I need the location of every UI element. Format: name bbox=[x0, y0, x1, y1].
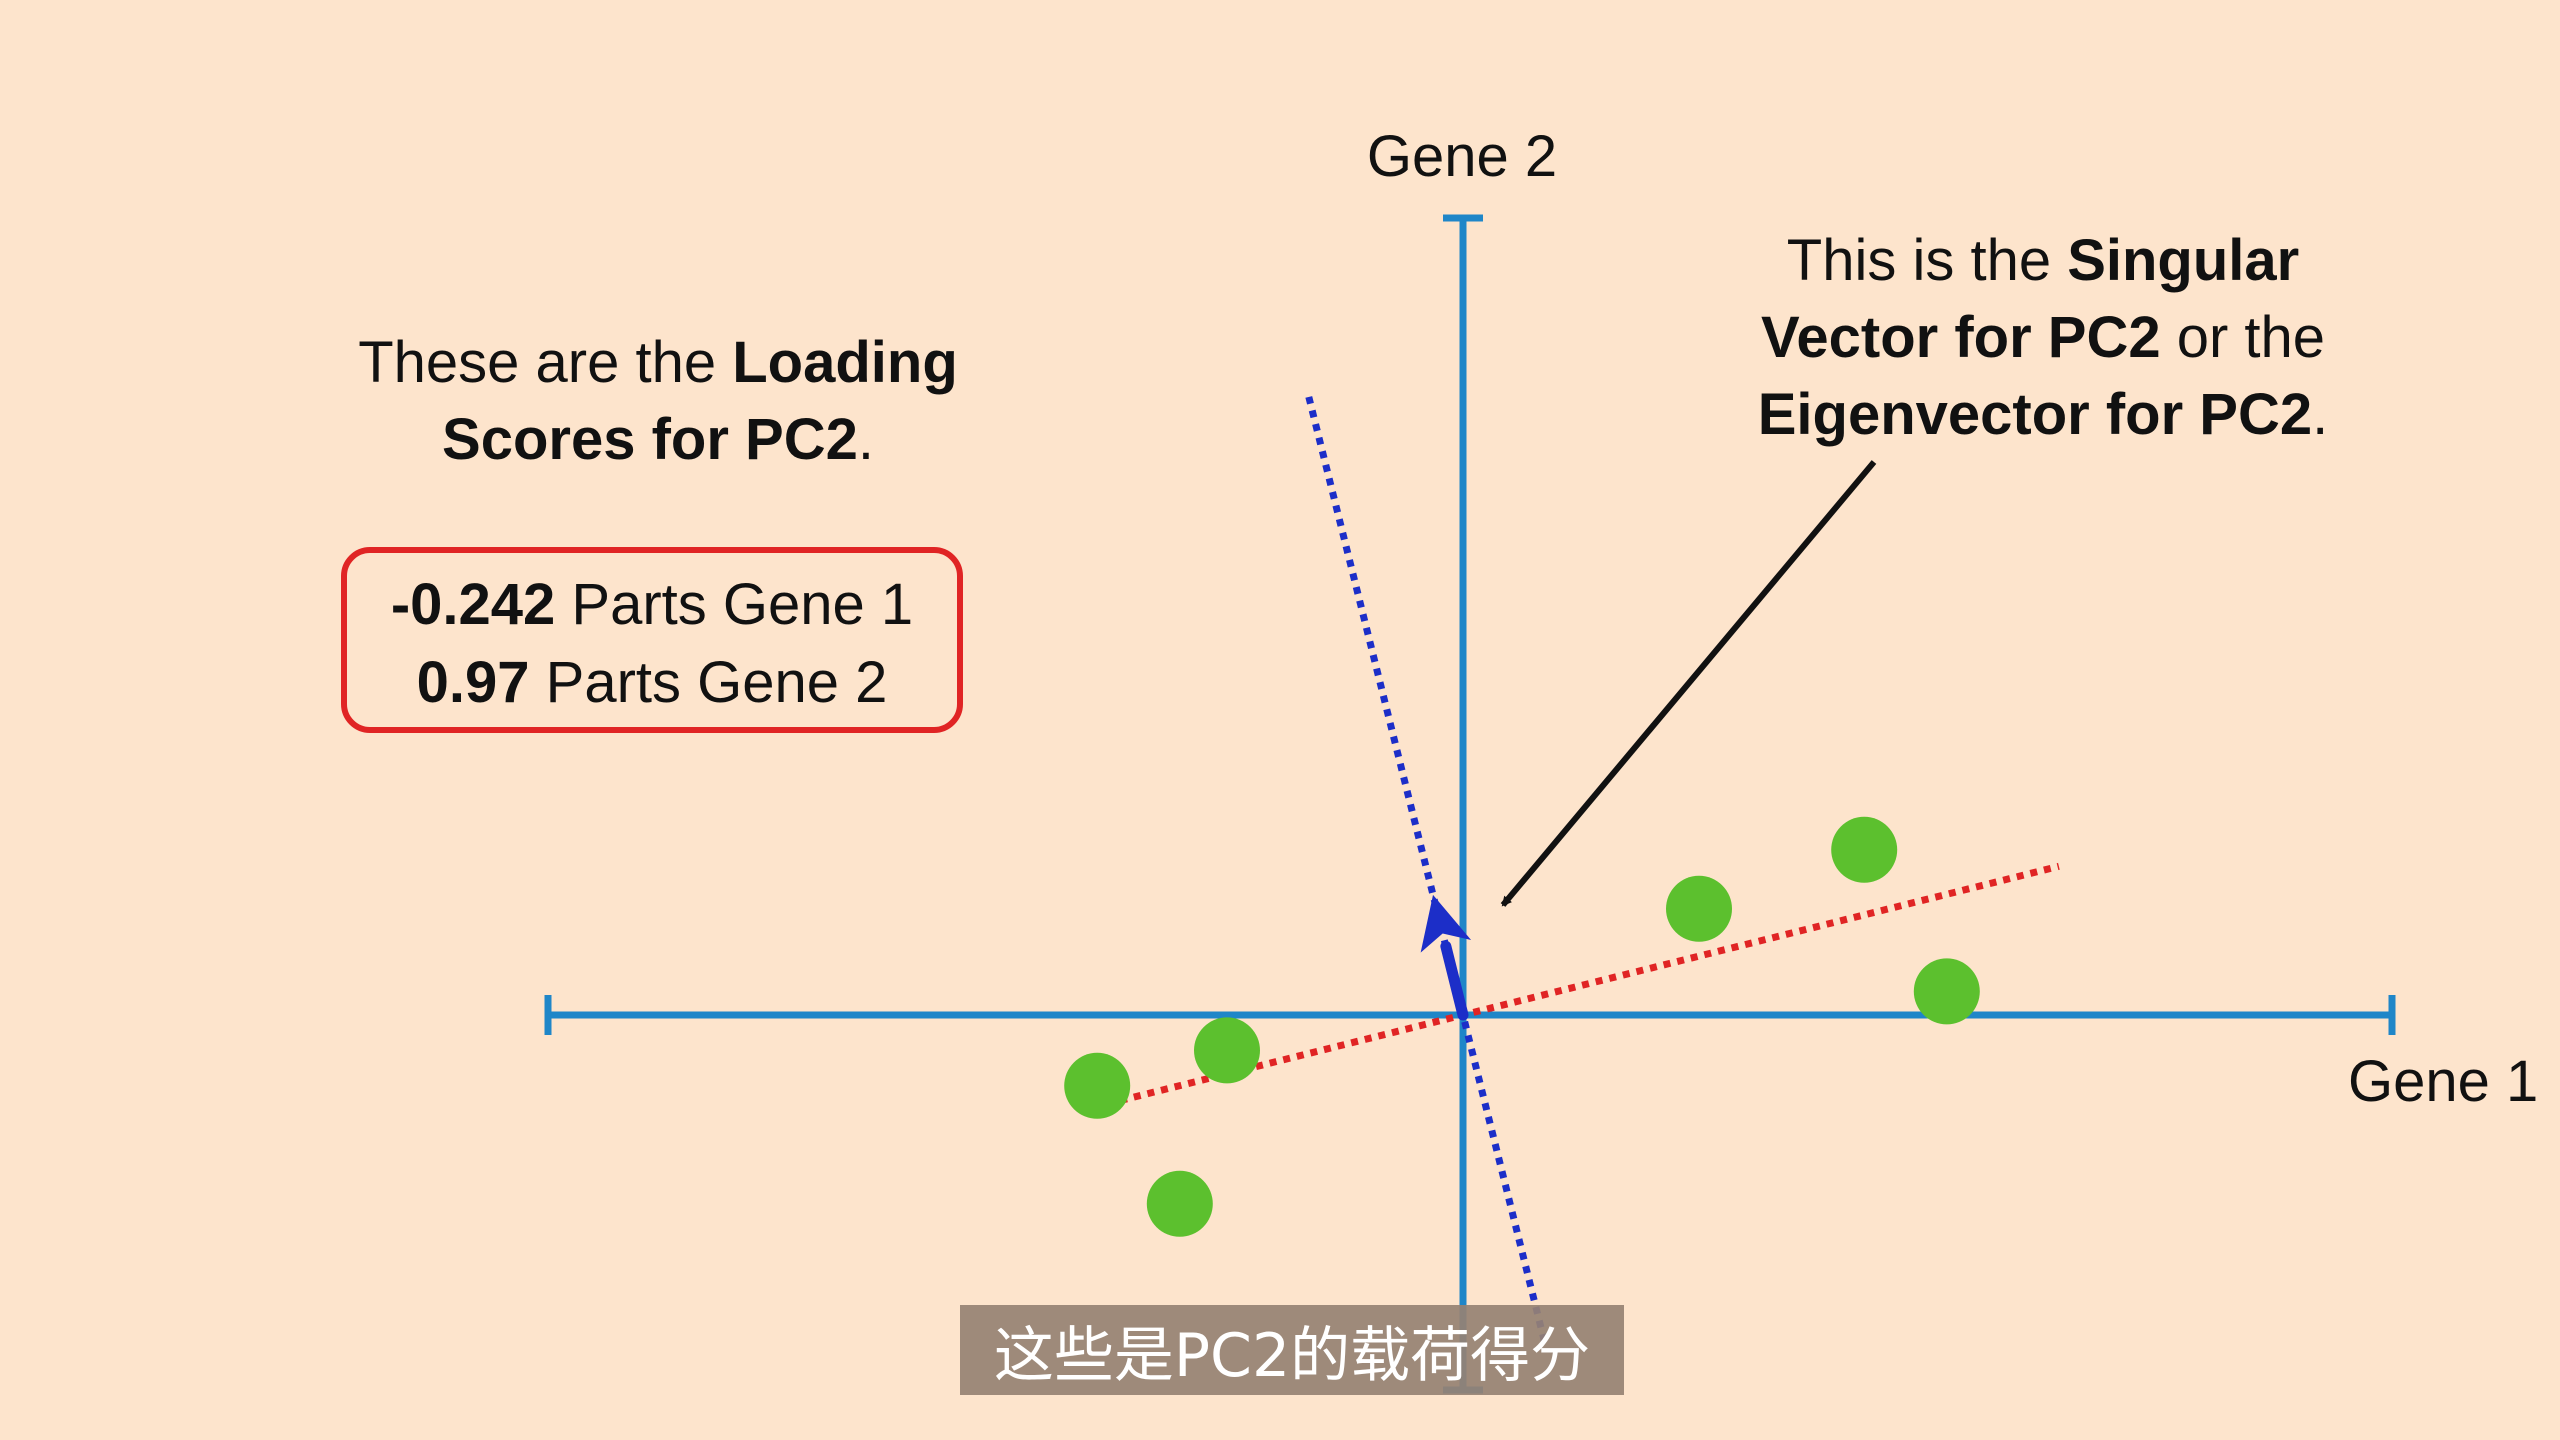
loading-caption-line-2: Scores for PC2. bbox=[442, 407, 874, 472]
data-points bbox=[1064, 816, 1980, 1237]
data-point bbox=[1831, 816, 1898, 883]
loading-scores-box bbox=[341, 547, 963, 733]
y-axis-label: Gene 2 bbox=[1367, 124, 1557, 189]
data-point bbox=[1666, 875, 1732, 942]
loading-caption-line-1: These are the Loading bbox=[358, 330, 958, 395]
vector-caption-line-3: Eigenvector for PC2. bbox=[1758, 382, 2329, 447]
subtitle-text: 这些是PC2的载荷得分 bbox=[993, 1320, 1591, 1391]
pc2-dotted-line bbox=[1305, 396, 1550, 1348]
subtitle-bar: 这些是PC2的载荷得分 bbox=[960, 1305, 1624, 1395]
loading-score-gene-2: 0.97 Parts Gene 2 bbox=[417, 650, 888, 715]
singular-vector bbox=[1420, 894, 1472, 1021]
singular-vector-head bbox=[1420, 894, 1472, 953]
data-point bbox=[1146, 1170, 1213, 1237]
data-point bbox=[1064, 1052, 1131, 1119]
vector-caption-line-1: This is the Singular bbox=[1787, 228, 2299, 293]
data-point bbox=[1913, 958, 1980, 1025]
x-axis-label: Gene 1 bbox=[2348, 1049, 2538, 1114]
singular-vector-shaft bbox=[1440, 940, 1469, 1021]
pointer-arrow bbox=[1500, 460, 1877, 907]
vector-caption-line-2: Vector for PC2 or the bbox=[1761, 305, 2325, 370]
loading-score-gene-1: -0.242 Parts Gene 1 bbox=[391, 572, 913, 637]
data-point bbox=[1194, 1017, 1260, 1084]
